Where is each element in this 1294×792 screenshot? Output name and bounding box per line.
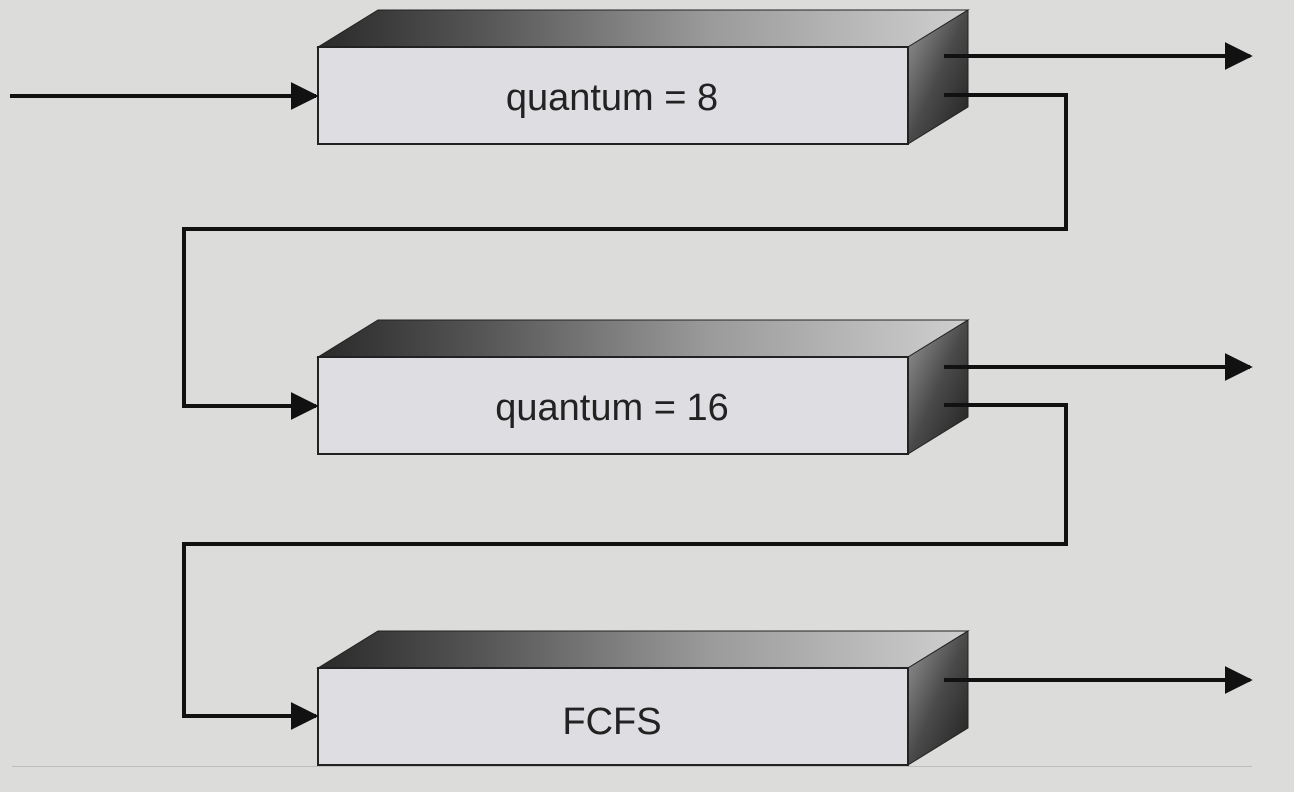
queue-box-fcfs xyxy=(316,630,970,766)
queue-label-quantum-8: quantum = 8 xyxy=(505,77,719,119)
demotion-path-8-to-16 xyxy=(182,93,1068,420)
queue-box-quantum-16 xyxy=(316,319,970,455)
demotion-path-16-to-fcfs xyxy=(182,403,1068,730)
bottom-divider xyxy=(12,766,1252,767)
queue-label-fcfs: FCFS xyxy=(562,701,662,743)
queue-box-quantum-8 xyxy=(316,9,970,145)
queue-label-quantum-16: quantum = 16 xyxy=(495,387,729,429)
